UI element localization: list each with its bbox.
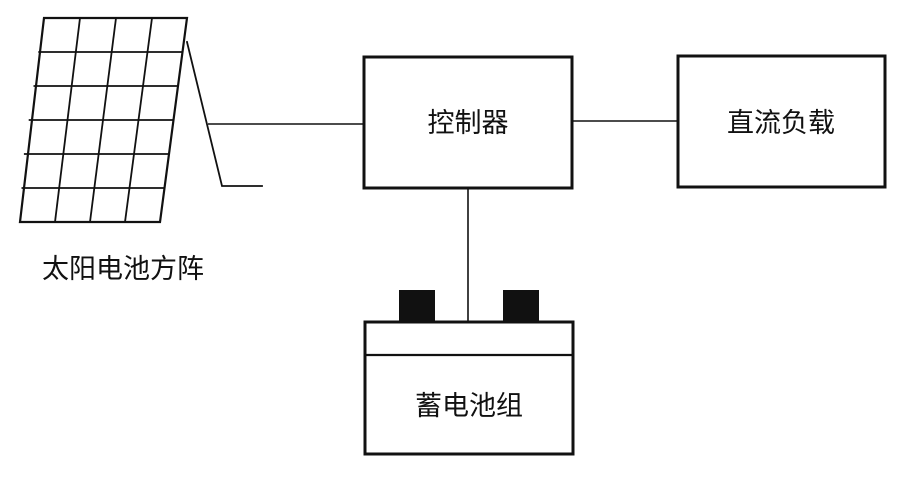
battery-terminal-right <box>503 290 539 323</box>
solar-panel-icon <box>18 16 263 224</box>
controller-label: 控制器 <box>428 108 509 139</box>
battery-box <box>363 320 575 456</box>
panel-grid-line <box>123 16 154 224</box>
controller-box <box>362 55 574 190</box>
battery-icon <box>363 290 575 456</box>
battery-bank-label: 蓄电池组 <box>415 391 523 422</box>
panel-grid-line <box>88 16 118 224</box>
battery-terminal-left <box>399 290 435 323</box>
dc-load-label: 直流负载 <box>727 108 835 139</box>
panel-grid-line <box>53 16 82 224</box>
dc-load-box <box>676 54 887 189</box>
panel-support-strut <box>185 40 263 187</box>
solar-array-label: 太阳电池方阵 <box>42 254 204 285</box>
